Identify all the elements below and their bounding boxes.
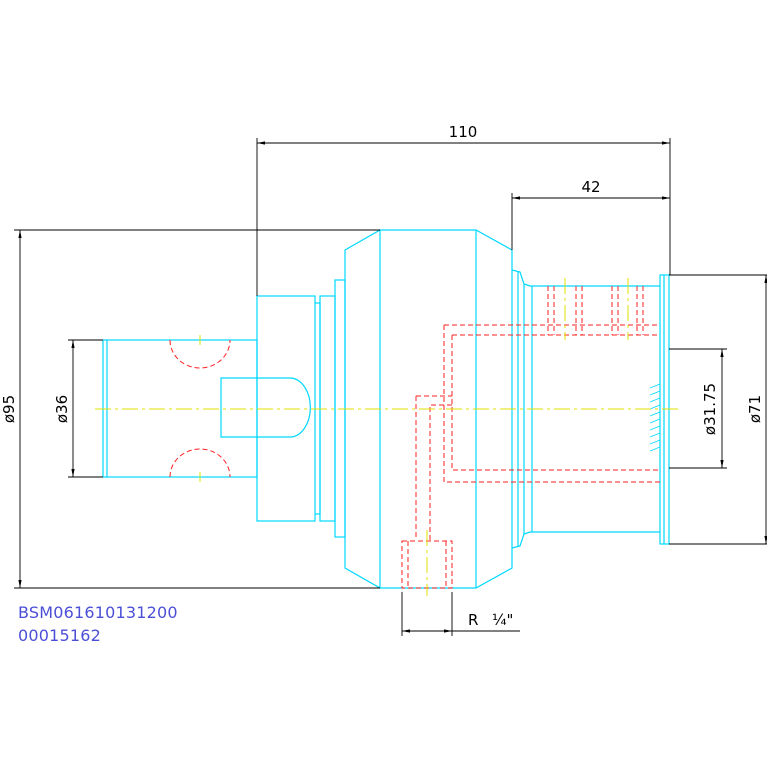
thread-prefix: R bbox=[468, 611, 478, 629]
lower-cutout bbox=[169, 448, 231, 478]
key-slot bbox=[220, 377, 311, 438]
thread-size: ¼" bbox=[492, 611, 513, 629]
upper-cutout bbox=[169, 339, 231, 369]
hidden-lines bbox=[169, 286, 660, 589]
dim-110: 110 bbox=[449, 123, 478, 141]
part-code-label: BSM061610131200 bbox=[18, 603, 178, 622]
dim-dia-31-75: ø31.75 bbox=[701, 383, 719, 435]
serial-number-label: 00015162 bbox=[18, 626, 102, 645]
dim-42: 42 bbox=[581, 178, 600, 196]
knurl-marks bbox=[649, 383, 661, 452]
neck bbox=[511, 269, 525, 549]
dim-dia-71: ø71 bbox=[746, 395, 764, 423]
dim-dia-36: ø36 bbox=[53, 395, 71, 423]
center-lines bbox=[95, 278, 678, 596]
dim-dia-95: ø95 bbox=[0, 395, 18, 423]
dimensions bbox=[14, 138, 767, 636]
